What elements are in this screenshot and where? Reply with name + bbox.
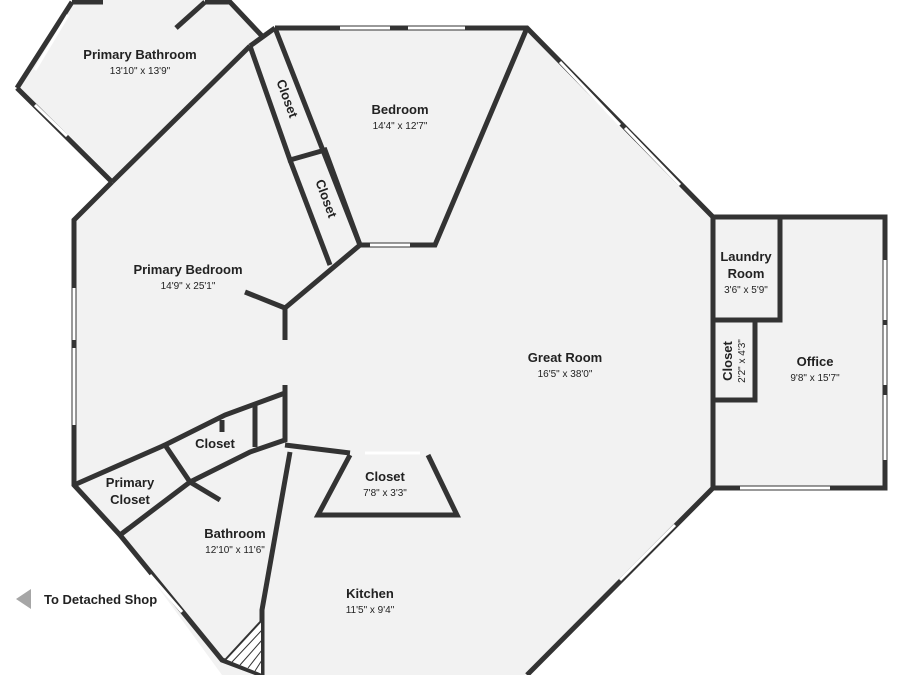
room-name-primary-bathroom: Primary Bathroom xyxy=(83,47,196,62)
room-name-great-room: Great Room xyxy=(528,350,602,365)
left-arrow-icon xyxy=(16,589,31,609)
room-name-primary-closet-line2: Closet xyxy=(110,492,150,507)
room-name-closet-4: Closet xyxy=(365,469,405,484)
room-name-closet-3: Closet xyxy=(195,436,235,451)
windows xyxy=(33,14,887,613)
detached-shop-link[interactable]: To Detached Shop xyxy=(16,589,157,609)
interior-walls xyxy=(72,0,783,675)
room-name-primary-bedroom: Primary Bedroom xyxy=(133,262,242,277)
room-dims-bedroom: 14'4" x 12'7" xyxy=(373,121,428,132)
stairs-icon xyxy=(223,617,263,675)
room-dims-closet-office: 2'2" x 4'3" xyxy=(737,339,748,383)
room-dims-laundry: 3'6" x 5'9" xyxy=(724,285,768,296)
room-name-bathroom: Bathroom xyxy=(204,526,265,541)
room-name-closet-office: Closet xyxy=(720,340,735,380)
floor-fill xyxy=(15,0,885,675)
room-dims-bathroom: 12'10" x 11'6" xyxy=(205,545,265,556)
room-name-laundry-line2: Room xyxy=(728,266,765,281)
room-dims-kitchen: 11'5" x 9'4" xyxy=(346,605,395,616)
room-dims-closet-4: 7'8" x 3'3" xyxy=(363,488,407,499)
room-dims-primary-bathroom: 13'10" x 13'9" xyxy=(110,66,171,77)
room-name-primary-closet-line1: Primary xyxy=(106,475,155,490)
room-name-office: Office xyxy=(797,354,834,369)
room-dims-office: 9'8" x 15'7" xyxy=(790,373,840,384)
room-name-kitchen: Kitchen xyxy=(346,586,394,601)
room-name-bedroom: Bedroom xyxy=(371,102,428,117)
room-dims-great-room: 16'5" x 38'0" xyxy=(538,369,593,380)
room-name-laundry-line1: Laundry xyxy=(720,249,772,264)
room-dims-primary-bedroom: 14'9" x 25'1" xyxy=(161,281,216,292)
detached-shop-label: To Detached Shop xyxy=(44,591,158,607)
